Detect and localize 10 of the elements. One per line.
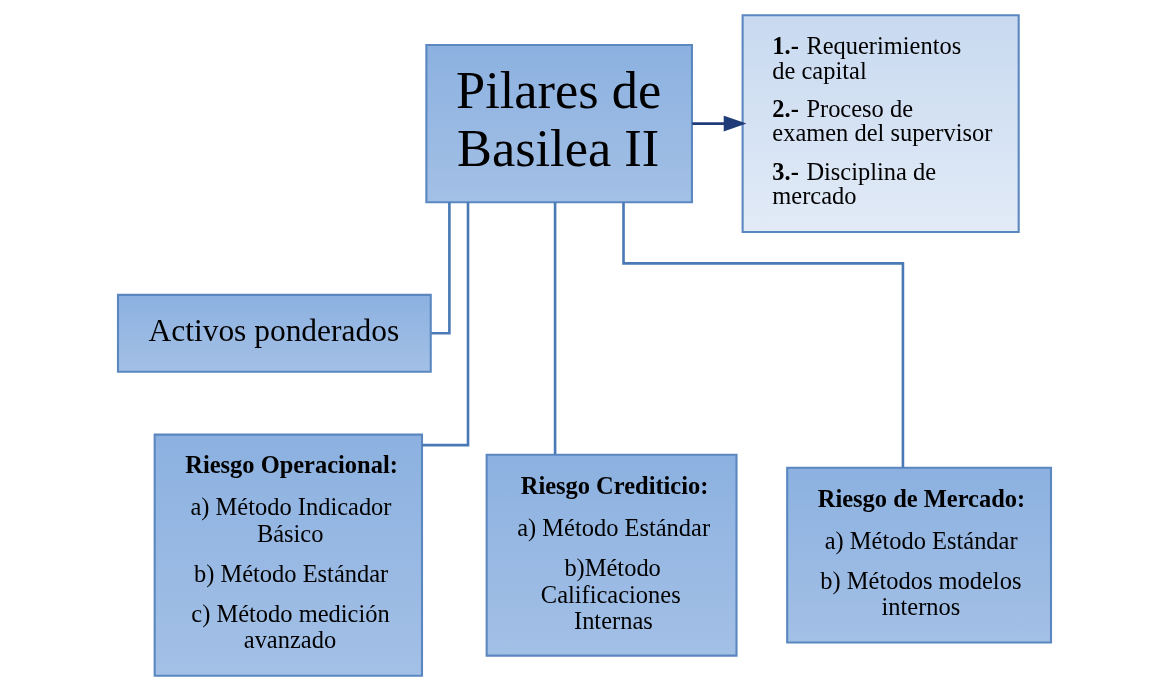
node-box: Riesgo de Mercado: a) Método Estándar b) Métodos modelos internos [786, 466, 1053, 644]
connector [553, 202, 557, 455]
connector [422, 202, 470, 447]
node-box: Riesgo Crediticio: a) Método Estándar b)Método Calificaciones Internas [485, 453, 738, 657]
node-box: Pilares de Basilea II [425, 43, 693, 204]
node-box: Riesgo Operacional: a) Método Indicador Básico b) Método Estándar c) Método medición avanzado [153, 433, 424, 677]
arrow [692, 115, 747, 132]
node-box: Activos ponderados [116, 293, 432, 373]
node-box: 1.- Requerimientos de capital 2.- Proceso de examen del supervisor 3.- Disciplina de mercado [741, 14, 1020, 233]
connector [622, 202, 905, 468]
